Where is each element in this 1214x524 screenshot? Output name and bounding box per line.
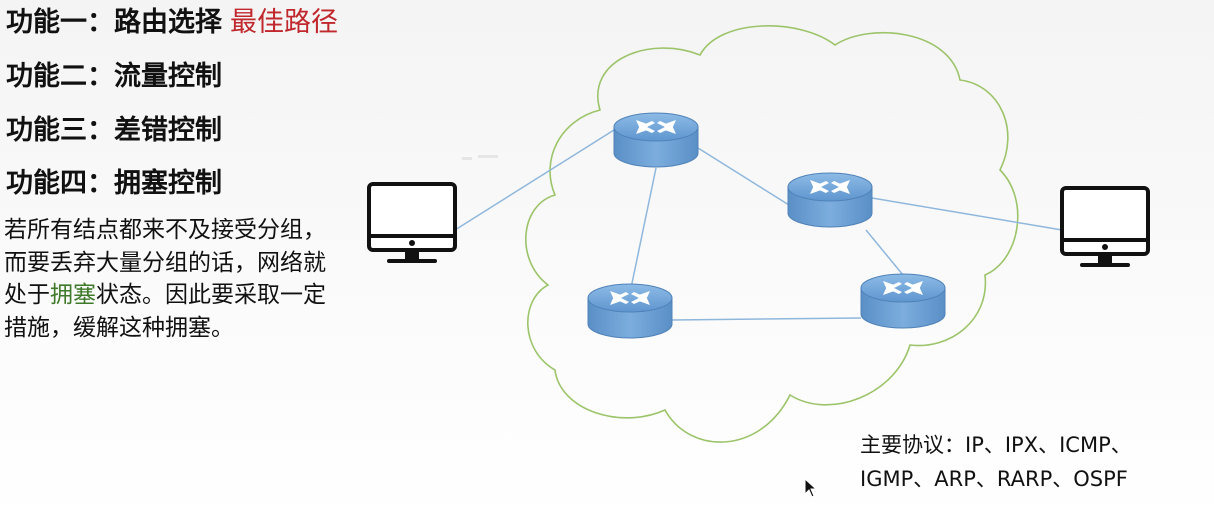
protocols-box: 主要协议：IP、IPX、ICMP、 IGMP、ARP、RARP、OSPF: [860, 428, 1132, 496]
link-r1-r3: [630, 167, 657, 289]
network-cloud: [525, 25, 1019, 443]
congestion-note: 若所有结点都来不及接受分组，而要丢弃大量分组的话，网络就处于拥塞状态。因此要采取…: [4, 214, 344, 344]
congestion-note-highlight: 拥塞: [50, 282, 96, 308]
function-1-label: 功能一：路由选择: [6, 7, 222, 38]
router-icon: [787, 172, 873, 228]
protocols-line-2: IGMP、ARP、RARP、OSPF: [860, 467, 1128, 491]
desktop-monitor-icon: [367, 182, 457, 265]
links: [454, 129, 1063, 321]
router-icon: [860, 273, 946, 329]
function-2-label: 功能二：流量控制: [6, 61, 222, 92]
mouse-pointer-icon: [804, 478, 818, 498]
function-4-label: 功能四：拥塞控制: [6, 168, 222, 199]
faint-artifact: [462, 155, 498, 160]
link-r3-r4: [671, 317, 862, 321]
function-3-label: 功能三：差错控制: [6, 115, 222, 146]
desktop-monitor-icon: [1060, 186, 1150, 269]
link-r1-r2: [697, 147, 790, 206]
router-icon: [587, 283, 673, 339]
function-1-accent: 最佳路径: [230, 7, 338, 38]
link-r2-host-right: [871, 197, 1063, 231]
link-r2-r4: [865, 229, 904, 276]
function-1-line: 功能一：路由选择最佳路径: [6, 6, 338, 40]
router-icon: [613, 112, 699, 168]
protocols-line-1: 主要协议：IP、IPX、ICMP、: [860, 433, 1132, 457]
congestion-note-before: 若所有结点都来不及接受分组，而要丢弃大量分组的话，网络就处于: [4, 217, 326, 308]
link-host-left-r1: [454, 129, 615, 231]
congestion-note-after: 状态。因此要采取一定措施，缓解这种拥塞。: [4, 282, 326, 341]
